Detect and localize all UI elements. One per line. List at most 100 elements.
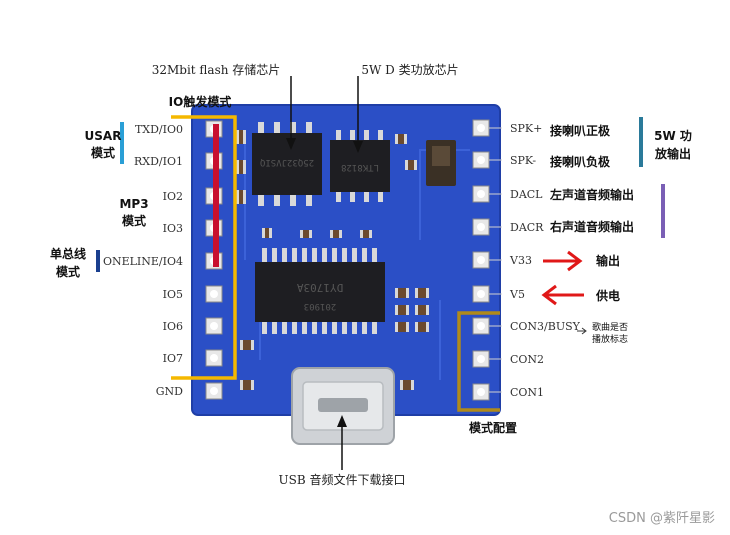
spk-pos-label: 接喇叭正极 <box>550 123 611 138</box>
smd-component <box>262 228 272 238</box>
amp-callout-arrow <box>353 76 363 153</box>
smd-component <box>395 322 409 332</box>
chip-pin <box>258 195 264 206</box>
left-pin-label: GND <box>156 385 183 398</box>
chip-pin <box>322 322 327 334</box>
chip-pin <box>290 195 296 206</box>
left-pin-label: IO7 <box>163 352 183 365</box>
right-pin-pad <box>472 383 502 401</box>
flash-chip-marking: 25Q32JVSIQ <box>260 157 314 167</box>
busy-label: 歌曲是否 播放标志 <box>592 321 628 345</box>
chip-pin <box>262 322 267 334</box>
smd-component <box>236 160 246 174</box>
flash-label: 32Mbit flash 存储芯片 <box>152 62 281 77</box>
chip-pin <box>274 122 280 133</box>
left-pin-pad <box>205 382 223 400</box>
right-pin-label: V33 <box>509 254 532 267</box>
smd-component <box>240 380 254 390</box>
chip-pin <box>274 195 280 206</box>
right-pin-label: SPK- <box>510 154 536 167</box>
right-pin-label: CON3/BUSY <box>510 320 581 333</box>
svg-text:歌曲是否: 歌曲是否 <box>592 321 628 333</box>
chip-pin <box>372 248 377 262</box>
output-label: 输出 <box>596 253 620 268</box>
chip-pin <box>302 248 307 262</box>
chip-pin <box>292 248 297 262</box>
chip-pin <box>350 192 355 202</box>
svg-text:模式: 模式 <box>56 264 80 279</box>
mode-config-bracket <box>457 311 500 412</box>
svg-text:模式: 模式 <box>91 145 115 160</box>
chip-pin <box>272 248 277 262</box>
left-pin-pad <box>205 317 223 335</box>
right-pin-pad <box>472 350 502 368</box>
chip-pin <box>332 322 337 334</box>
svg-text:5W 功: 5W 功 <box>654 128 692 143</box>
smd-component <box>395 288 409 298</box>
left-pin-label: IO6 <box>163 320 183 333</box>
chip-pin <box>350 130 355 140</box>
chip-pin <box>362 248 367 262</box>
left-pin-label: TXD/IO0 <box>135 123 183 136</box>
chip-pin <box>262 248 267 262</box>
mp3-mode-bar <box>213 124 219 267</box>
capacitor-face <box>432 146 450 166</box>
output-arrow <box>543 250 583 272</box>
right-pin-pad <box>472 218 502 236</box>
chip-pin <box>302 322 307 334</box>
left-pin-label: ONELINE/IO4 <box>103 255 183 268</box>
right-pin-pad <box>472 151 502 169</box>
right-pin-pad <box>472 119 502 137</box>
smd-component <box>415 322 429 332</box>
smd-component <box>400 380 414 390</box>
chip-pin <box>352 322 357 334</box>
chip-pin <box>258 122 264 133</box>
power-output-label: 5W 功 放输出 <box>654 128 692 161</box>
smd-component <box>415 288 429 298</box>
right-pin-pad <box>472 251 502 269</box>
flash-chip: 25Q32JVSIQ <box>252 133 322 195</box>
svg-text:单总线: 单总线 <box>50 246 86 261</box>
chip-pin <box>332 248 337 262</box>
smd-component <box>240 340 254 350</box>
smd-component <box>236 130 246 144</box>
smd-component <box>395 305 409 315</box>
usb-label: USB 音频文件下载接口 <box>279 472 406 487</box>
io-trigger-label: IO触发模式 <box>169 94 232 109</box>
watermark: CSDN @紫阡星影 <box>609 511 715 526</box>
chip-pin <box>272 322 277 334</box>
usart-bar <box>120 122 124 164</box>
svg-text:播放标志: 播放标志 <box>592 333 628 345</box>
main-chip-model: DY1703A <box>296 281 343 294</box>
main-chip-date: 201903 <box>304 301 337 311</box>
chip-pin <box>364 192 369 202</box>
chip-pin <box>312 248 317 262</box>
oneline-label: 单总线 模式 <box>50 246 86 279</box>
smd-component <box>300 230 312 238</box>
dacl-label: 左声道音频输出 <box>549 187 634 202</box>
chip-pin <box>306 122 312 133</box>
smd-component <box>395 134 407 144</box>
chip-pin <box>322 248 327 262</box>
mode-config-label: 模式配置 <box>469 420 517 435</box>
chip-pin <box>378 130 383 140</box>
chip-pin <box>342 322 347 334</box>
left-pin-label: IO5 <box>163 288 183 301</box>
chip-pin <box>292 322 297 334</box>
usb-connector <box>291 367 395 445</box>
amp-chip: LTK8128 <box>330 140 390 192</box>
smd-component <box>330 230 342 238</box>
amp-label: 5W D 类功放芯片 <box>361 62 458 77</box>
right-pin-pad <box>472 317 502 335</box>
usb-callout-arrow <box>337 415 347 470</box>
dacr-label: 右声道音频输出 <box>549 219 634 234</box>
left-pin-pad <box>205 349 223 367</box>
smd-component <box>360 230 372 238</box>
chip-pin <box>282 322 287 334</box>
right-pin-label: SPK+ <box>510 122 542 135</box>
mp3-label: MP3 模式 <box>119 197 148 228</box>
smd-component <box>236 190 246 204</box>
chip-pin <box>336 192 341 202</box>
right-pin-label: V5 <box>509 288 525 301</box>
